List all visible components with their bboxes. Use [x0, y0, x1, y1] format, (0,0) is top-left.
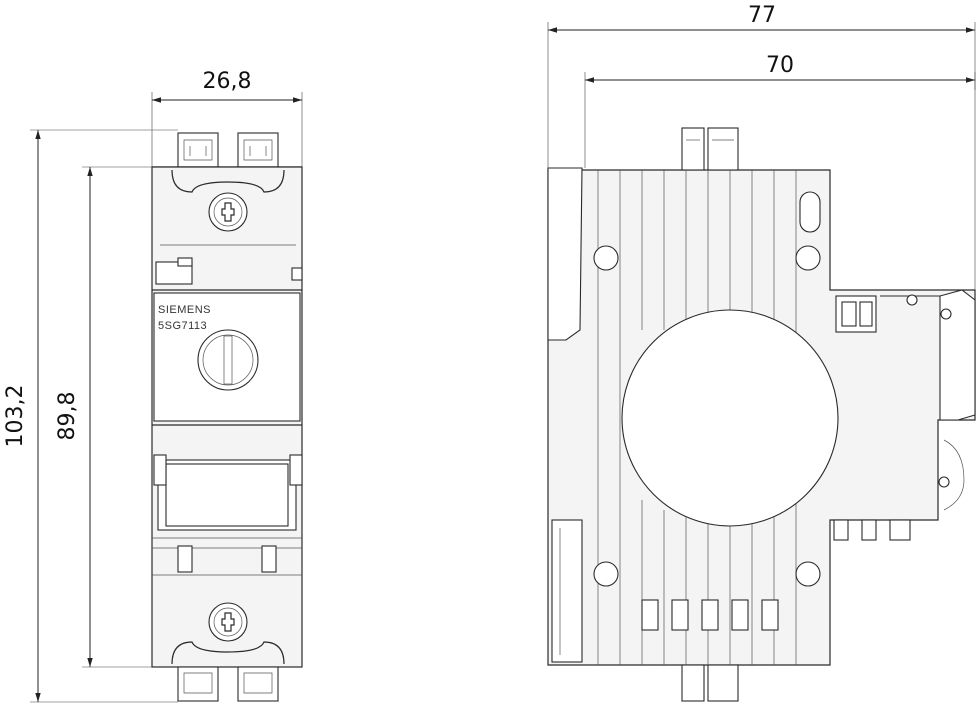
front-total-height-value: 103,2: [3, 385, 28, 448]
front-total-height-dimension: 103,2: [3, 129, 178, 703]
model-label: 5SG7113: [158, 320, 207, 332]
side-top-clip: [681, 127, 739, 171]
front-top-terminal: [152, 132, 302, 168]
side-left-lever: [547, 167, 583, 341]
front-upper-latches: [152, 257, 303, 291]
side-bottom-blocks: [641, 599, 779, 631]
side-right-terminal: [835, 289, 976, 511]
side-view: [547, 127, 976, 702]
top-screw-icon: [213, 197, 243, 227]
side-total-depth-value: 77: [748, 3, 776, 28]
side-fuse-cavity: [621, 309, 839, 527]
side-total-depth-dimension: 77: [547, 3, 976, 290]
front-width-value: 26,8: [203, 69, 252, 94]
front-bottom-terminal: [177, 666, 279, 702]
side-mounting-holes: [593, 245, 821, 587]
side-slot: [799, 191, 821, 233]
front-view: SIEMENS 5SG7113: [151, 132, 303, 702]
side-body-depth-value: 70: [766, 53, 794, 78]
side-left-lower-latch: [551, 519, 583, 663]
front-width-dimension: 26,8: [151, 69, 303, 167]
front-lower-latches: [152, 545, 302, 576]
side-bottom-clip: [681, 664, 739, 702]
front-top-screw-housing: [160, 169, 296, 246]
front-label-panel: SIEMENS 5SG7113: [153, 292, 301, 422]
side-body-depth-dimension: 70: [584, 53, 976, 168]
front-fuse-window: [152, 424, 303, 549]
bottom-screw-icon: [213, 607, 243, 637]
side-bottom-steps: [833, 519, 911, 541]
brand-label: SIEMENS: [158, 304, 211, 316]
front-bottom-screw-housing: [171, 602, 285, 665]
front-body-height-value: 89,8: [55, 392, 80, 441]
fuse-knob-icon: [197, 329, 259, 391]
front-body-height-dimension: 89,8: [55, 166, 152, 668]
